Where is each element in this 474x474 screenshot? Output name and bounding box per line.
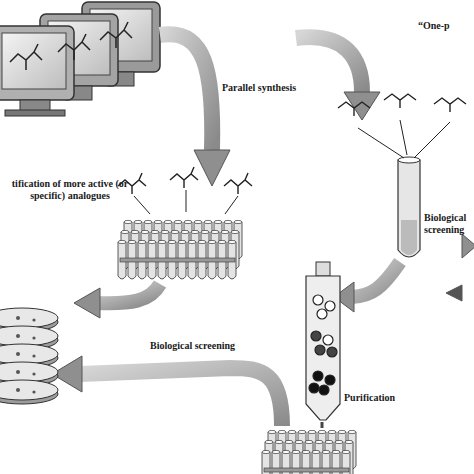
- process-arrows: [52, 34, 474, 428]
- purification-column: [306, 262, 340, 420]
- annotation-label: “One-p: [418, 20, 474, 32]
- annotation-label: Purification: [344, 392, 424, 404]
- annotation-label: Parallel synthesis: [222, 82, 312, 94]
- test-tube-rack: [118, 220, 242, 279]
- annotation-label: Biological screening: [424, 212, 474, 236]
- molecules: [118, 167, 252, 214]
- annotation-label: Biological screening: [150, 340, 270, 352]
- computer-monitors: [0, 2, 160, 116]
- annotation-label: tification of more active (or specific) …: [0, 178, 140, 202]
- petri-dishes: [0, 308, 58, 404]
- test-tube-rack: [262, 430, 356, 474]
